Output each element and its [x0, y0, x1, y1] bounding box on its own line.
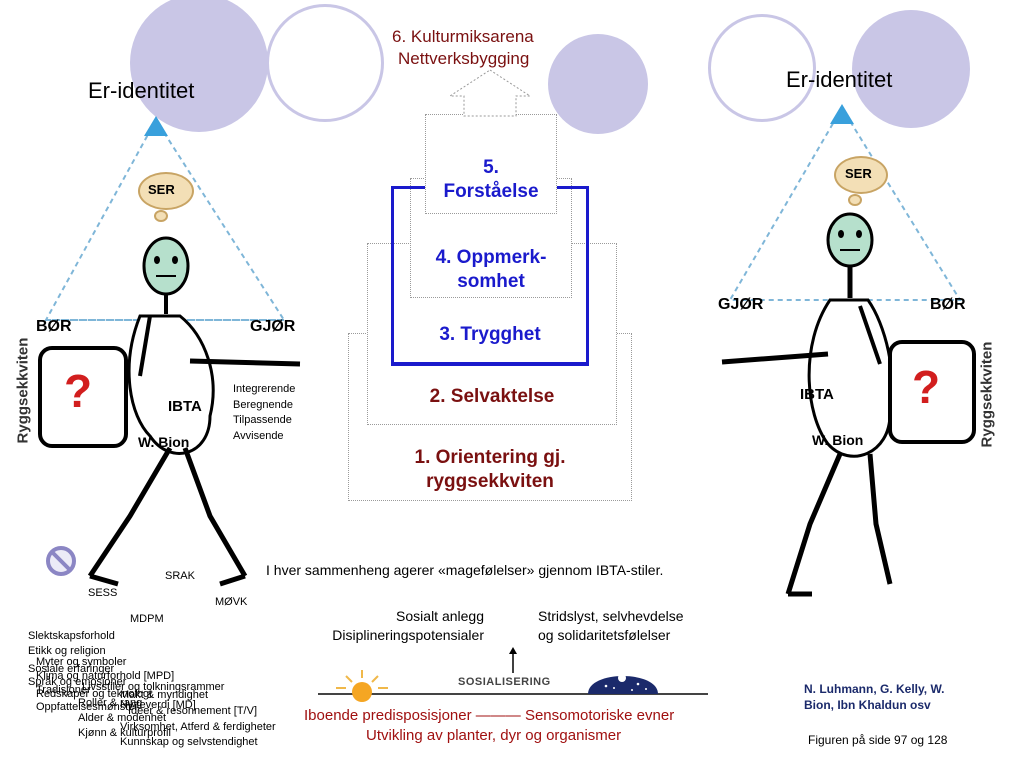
right-stick-figure [721, 212, 894, 597]
ibta-style-3: Tilpassende [233, 414, 292, 426]
right-backpack-mark: ? [912, 361, 941, 413]
sun-icon [336, 670, 388, 702]
backpack-item-11: Roller & rang [78, 697, 143, 709]
step-1-label-line1: 1. Orientering gj. [414, 447, 566, 468]
left-thought-bubble [138, 172, 194, 210]
up-arrow-top [448, 69, 532, 117]
backpack-item-1: Slektskapsforhold [28, 630, 115, 642]
backpack-item-6: Klima og naturforhold [MPD] [36, 670, 175, 682]
decor-circle-5 [852, 10, 970, 128]
right-thought-bubble [834, 156, 888, 194]
decor-circle-2 [266, 4, 384, 122]
step-2-label: 2. Selvaktelse [429, 386, 555, 407]
leg-label-sess: SESS [88, 587, 118, 599]
step-5-label-line1: 5. [483, 157, 499, 178]
left-backpack-mark: ? [64, 365, 93, 417]
credits-line2: Bion, Ibn Khaldun osv [804, 698, 931, 712]
credits-line1: N. Luhmann, G. Kelly, W. [804, 682, 945, 696]
backpack-item-18: Kunnskap og selvstendighet [120, 736, 258, 748]
backpack-item-9: Redskaper og teknologi [36, 688, 152, 700]
backpack-item-10: Makt & myndighet [120, 689, 209, 701]
statement-text: I hver sammenheng agerer «magefølelser» … [266, 562, 664, 578]
step-4-label-line2: somhet [457, 270, 525, 292]
backpack-item-12: Oppfattelsesmønster [36, 701, 139, 713]
left-ibta-label: IBTA [168, 398, 202, 415]
step-4-label: 4. Oppmerk- somhet [410, 246, 572, 294]
left-column-line1: Sosialt anlegg [396, 608, 484, 624]
decor-circle-1 [130, 0, 268, 132]
top-title-line2: Nettverksbygging [398, 49, 530, 68]
right-column-line1: Stridslyst, selvhevdelse [538, 608, 684, 624]
left-bion-label: W. Bion [138, 434, 190, 450]
backpack-item-7: Tradisjoner [36, 684, 91, 696]
bottom-red-line1: Iboende predisposisjoner ——— Sensomotori… [304, 707, 675, 724]
step-1-label-line2: ryggsekkviten [426, 470, 554, 492]
ibta-styles-list: Integrerende Beregnende Tilpassende Avvi… [233, 382, 295, 444]
step-5-label-line2: Forståelse [443, 180, 539, 202]
step-1-label: 1. Orientering gj. ryggsekkviten [348, 446, 632, 494]
backpack-item-2: Etikk og religion [28, 645, 106, 657]
credits-text: N. Luhmann, G. Kelly, W. Bion, Ibn Khald… [804, 681, 944, 713]
step-4-label-line1: 4. Oppmerk- [435, 247, 547, 268]
right-gjor-label: GJØR [718, 296, 764, 313]
socialization-line [318, 693, 708, 695]
backpack-item-14: Nytteverdi [MD] [120, 699, 196, 711]
step-5-label: 5. Forståelse [425, 156, 557, 204]
left-gjor-label: GJØR [250, 318, 296, 335]
right-identity-label: Er-identitet [786, 67, 893, 92]
left-thought-text: SER [148, 182, 175, 197]
bottom-red-line2: Utvikling av planter, dyr og organismer [366, 727, 622, 744]
small-up-arrow-icon [509, 647, 517, 673]
socialization-label: SOSIALISERING [458, 676, 551, 688]
backpack-item-5: Språk og emosjoner [28, 676, 127, 688]
left-backpack [38, 346, 128, 448]
backpack-item-16: Virksomhet, Atferd & ferdigheter [120, 721, 276, 733]
left-stick-figure [87, 236, 301, 587]
backpack-item-3: Myter og symboler [36, 656, 127, 668]
ibta-style-4: Avvisende [233, 429, 284, 442]
figure-reference: Figuren på side 97 og 128 [808, 733, 948, 747]
left-column-text: Sosialt anlegg Disiplineringspotensialer [296, 607, 484, 645]
no-symbol-icon [46, 546, 76, 576]
top-title-line1: 6. Kulturmiksarena [392, 27, 534, 46]
right-ibta-label: IBTA [800, 386, 834, 403]
backpack-item-8: Livsstiler og tolkningsrammer [82, 681, 225, 693]
backpack-item-15: Alder & modenhet [78, 712, 167, 724]
right-bion-label: W. Bion [812, 432, 864, 448]
ibta-style-1: Integrerende [233, 383, 296, 395]
left-thought-dot [154, 210, 168, 222]
left-backpack-label: Ryggsekkviten [14, 337, 32, 444]
right-thought-dot [848, 194, 862, 206]
right-bor-label: BØR [930, 296, 966, 313]
right-column-line2: og solidaritetsfølelser [538, 627, 671, 643]
step-3-label: 3. Trygghet [439, 324, 541, 345]
backpack-item-17: Kjønn & kulturprofil [78, 727, 171, 739]
right-backpack-label: Ryggsekkviten [978, 341, 996, 448]
left-identity-label: Er-identitet [88, 78, 195, 103]
right-backpack [888, 340, 976, 444]
backpack-item-4: Sosiale erfaringer [28, 663, 115, 675]
left-column-line2: Disiplineringspotensialer [332, 627, 484, 643]
leg-label-movk: MØVK [215, 596, 248, 608]
left-bor-label: BØR [36, 318, 72, 335]
right-thought-text: SER [845, 166, 872, 181]
leg-label-srak: SRAK [165, 570, 195, 582]
backpack-item-13: Ideer & resonnement [T/V] [128, 705, 258, 717]
night-sky-icon [588, 674, 658, 694]
decor-circle-3 [548, 34, 648, 134]
leg-label-mdpm: MDPM [130, 613, 164, 625]
decor-circle-4 [708, 14, 816, 122]
ibta-style-2: Beregnende [233, 398, 293, 411]
right-column-text: Stridslyst, selvhevdelse og solidaritets… [538, 607, 684, 645]
